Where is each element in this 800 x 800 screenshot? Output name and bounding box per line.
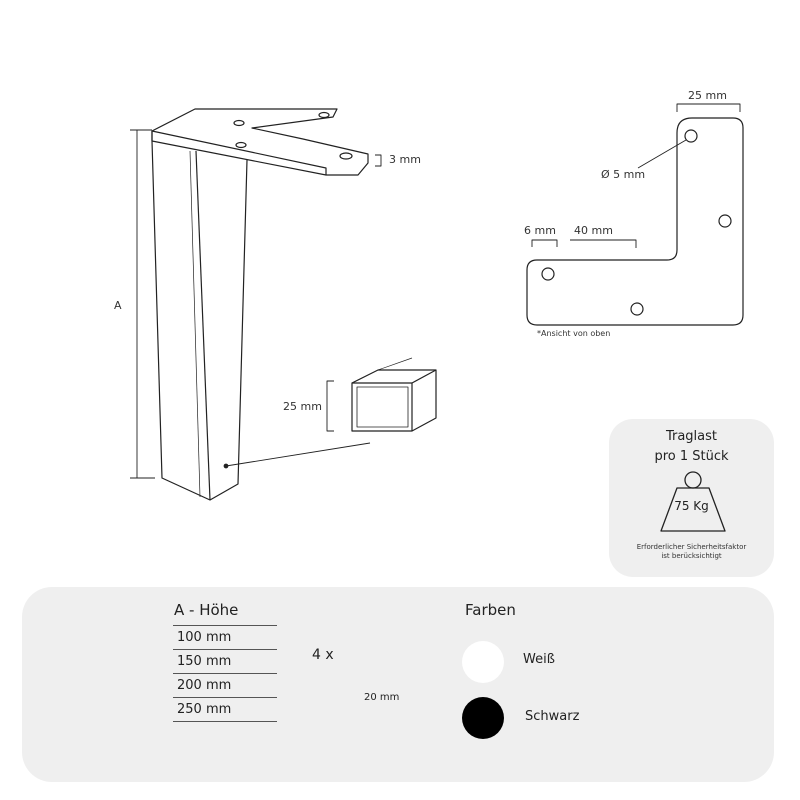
load-note-line1: Erforderlicher Sicherheitsfaktor: [636, 543, 747, 551]
mounting-plate: [151, 108, 369, 176]
load-weight: 75 Kg: [674, 499, 709, 513]
height-section-title: A - Höhe: [174, 601, 239, 619]
profile-size-label: 25 mm: [283, 400, 322, 413]
height-option: 150 mm: [173, 649, 277, 673]
height-label: A: [114, 299, 122, 312]
plate-width-label: 25 mm: [688, 89, 727, 102]
height-option: 100 mm: [173, 625, 277, 649]
width-dimension: [676, 103, 741, 112]
thickness-bracket: [375, 154, 382, 167]
height-options-table: 100 mm 150 mm 200 mm 250 mm: [173, 625, 277, 722]
leg-body: [151, 140, 248, 501]
color-name-white: Weiß: [523, 652, 555, 667]
spacing-dimension: [570, 239, 637, 248]
tube-profile: [351, 357, 437, 432]
height-dimension-line: [130, 129, 155, 479]
screw-length-label: 20 mm: [364, 692, 400, 703]
profile-bracket: [326, 380, 334, 432]
offset-dimension: [531, 239, 558, 247]
plate-thickness-label: 3 mm: [389, 153, 421, 166]
hole-leader: [637, 139, 687, 169]
load-note-line2: ist berücksichtigt: [661, 552, 722, 560]
load-title-line2: pro 1 Stück: [654, 449, 729, 464]
top-view-note: *Ansicht von oben: [537, 329, 611, 338]
screw-quantity: 4 x: [312, 647, 334, 663]
height-option: 200 mm: [173, 673, 277, 697]
top-view-plate: [526, 117, 744, 326]
white-swatch: [462, 641, 504, 683]
load-title-line1: Traglast: [665, 429, 718, 444]
edge-offset-label: 6 mm: [524, 224, 556, 237]
leader-line: [225, 442, 371, 467]
color-name-black: Schwarz: [525, 709, 580, 724]
hole-spacing-label: 40 mm: [574, 224, 613, 237]
weight-icon: [660, 471, 726, 532]
load-capacity-card: Traglast pro 1 Stück 75 Kg Erforderliche…: [609, 419, 774, 577]
colors-section-title: Farben: [465, 601, 516, 619]
black-swatch: [462, 697, 504, 739]
hole-diameter-label: Ø 5 mm: [601, 168, 646, 181]
options-panel: [22, 587, 774, 782]
height-option: 250 mm: [173, 697, 277, 722]
